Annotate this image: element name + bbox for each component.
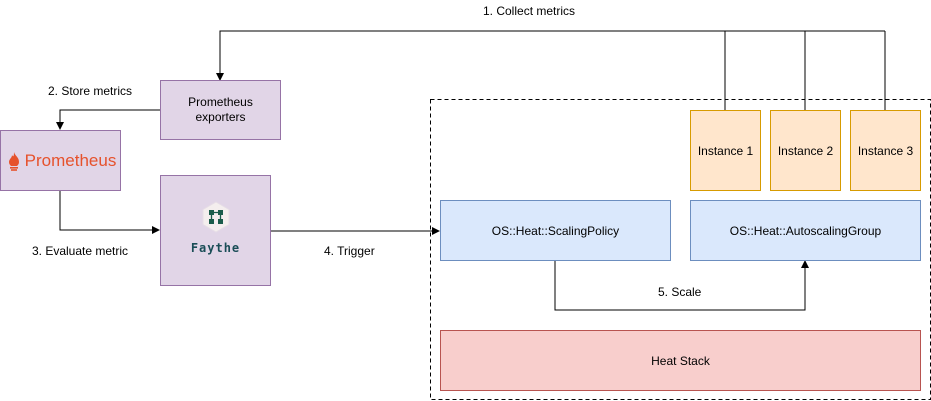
instance-label: Instance 3 (857, 143, 914, 158)
heat-stack-node[interactable]: Heat Stack (440, 330, 921, 391)
autoscaling-group-label: OS::Heat::AutoscalingGroup (729, 223, 882, 238)
prometheus-node[interactable]: Prometheus (0, 130, 121, 191)
scale-line (554, 260, 809, 311)
edge-label-collect: 1. Collect metrics (483, 4, 576, 18)
prometheus-exporters-label: Prometheus exporters (188, 95, 253, 124)
collect-line (220, 30, 886, 110)
edge-label-trigger: 4. Trigger (324, 244, 375, 258)
store-line (56, 109, 160, 130)
faythe-logo-text: Faythe (190, 240, 241, 255)
faythe-logo-icon (202, 200, 229, 233)
instance-node[interactable]: Instance 2 (770, 110, 841, 191)
faythe-node[interactable]: Faythe (160, 175, 271, 286)
prometheus-exporters-node[interactable]: Prometheus exporters (160, 80, 281, 140)
edge-label-scale: 5. Scale (658, 285, 702, 299)
instance-label: Instance 2 (777, 143, 834, 158)
autoscaling-group-node[interactable]: OS::Heat::AutoscalingGroup (690, 200, 921, 261)
edge-label-evaluate: 3. Evaluate metric (32, 244, 129, 258)
heat-stack-label: Heat Stack (651, 353, 710, 368)
scaling-policy-label: OS::Heat::ScalingPolicy (491, 223, 620, 238)
evaluate-line (59, 191, 160, 234)
instance-node[interactable]: Instance 1 (690, 110, 761, 191)
prometheus-flame-icon (8, 151, 19, 171)
scaling-policy-node[interactable]: OS::Heat::ScalingPolicy (440, 200, 671, 261)
edge-label-store: 2. Store metrics (48, 84, 133, 98)
heat-group-boundary (430, 99, 931, 400)
instance-label: Instance 1 (697, 143, 754, 158)
instance-node[interactable]: Instance 3 (850, 110, 921, 191)
prometheus-logo-text: Prometheus (24, 150, 117, 170)
